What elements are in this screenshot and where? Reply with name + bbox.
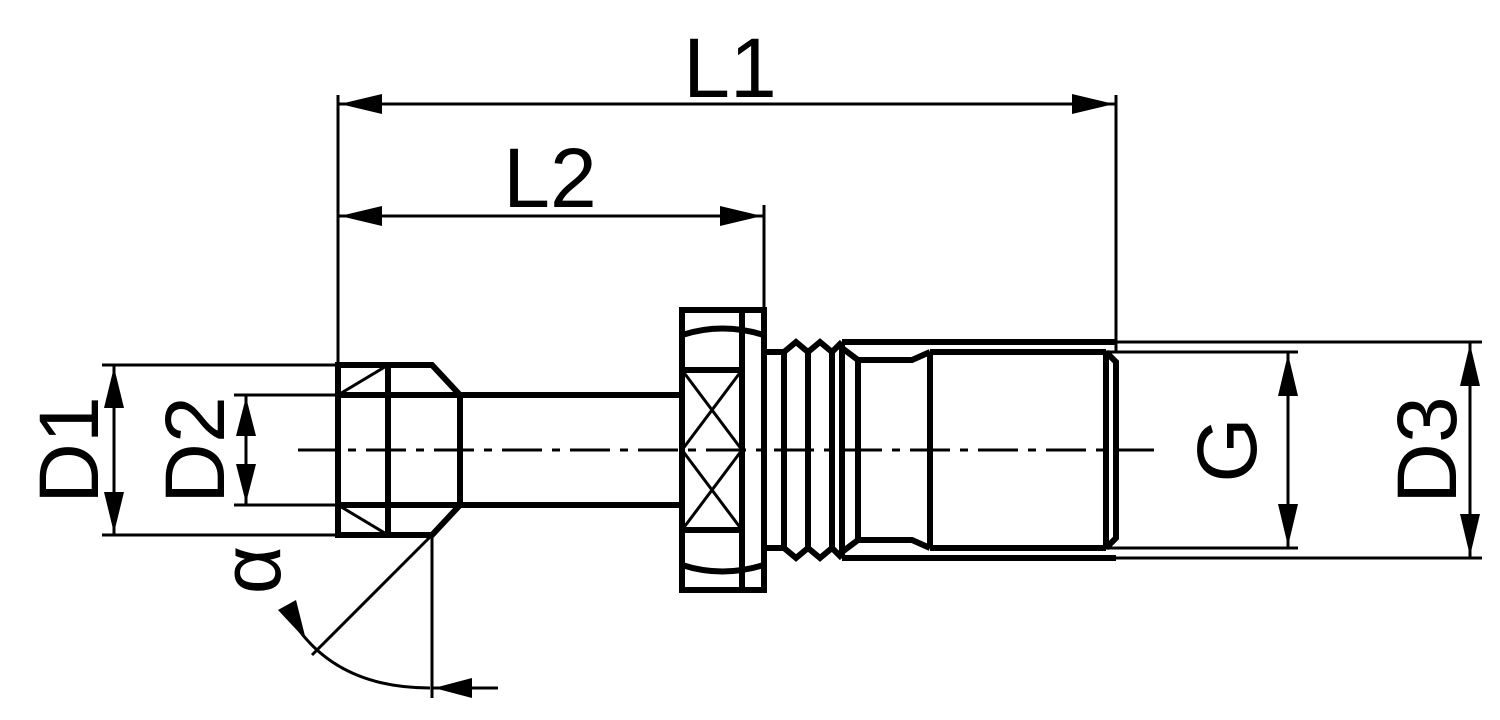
arrow-head <box>720 206 762 226</box>
arrow-head <box>434 678 472 698</box>
label-g: G <box>1180 417 1274 482</box>
arrow-head <box>1460 344 1480 386</box>
dimension-l1 <box>336 94 1118 365</box>
arrow-head <box>278 600 306 640</box>
label-l1: L1 <box>683 21 776 115</box>
arrow-head <box>1072 94 1114 114</box>
arrow-head <box>1460 514 1480 556</box>
label-d1: D1 <box>22 396 116 503</box>
arrow-head <box>1278 504 1298 546</box>
dimension-alpha <box>278 533 498 698</box>
dimension-d3 <box>1116 340 1482 560</box>
neck <box>460 392 682 508</box>
dimension-g <box>1106 350 1298 550</box>
label-alpha: α <box>204 546 298 595</box>
label-l2: L2 <box>503 131 596 225</box>
arrow-head <box>236 464 256 503</box>
dimension-d2 <box>234 393 338 507</box>
label-d2: D2 <box>148 396 242 503</box>
flange <box>679 307 767 593</box>
arrow-head <box>340 206 382 226</box>
arrow-head <box>236 397 256 436</box>
dimension-d1 <box>102 363 432 537</box>
label-d3: D3 <box>1380 396 1474 503</box>
arrow-head <box>340 94 382 114</box>
arrow-head <box>1278 354 1298 396</box>
arrow-head <box>104 492 124 533</box>
arrow-head <box>104 367 124 408</box>
threaded-body <box>764 338 1119 562</box>
dimension-l2 <box>338 205 766 310</box>
